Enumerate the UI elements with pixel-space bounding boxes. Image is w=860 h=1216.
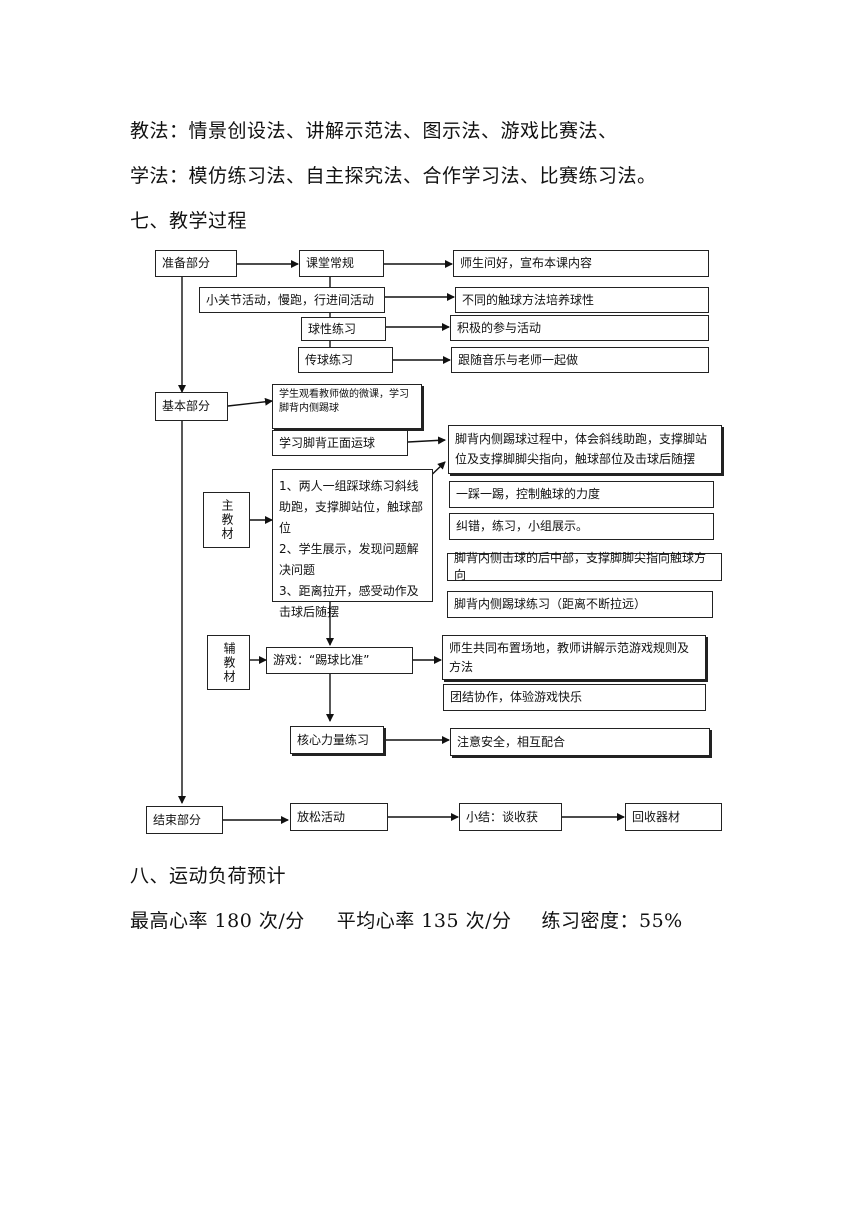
load-stats: 最高心率 180 次/分 平均心率 135 次/分 练习密度：55% [130, 906, 683, 933]
box-collect-equipment: 回收器材 [625, 803, 722, 831]
box-step-kick: 一踩一踢，控制触球的力度 [449, 481, 714, 508]
box-core-strength: 核心力量练习 [290, 726, 384, 754]
teaching-methods: 教法：情景创设法、讲解示范法、图示法、游戏比赛法、 [130, 120, 618, 142]
box-watch-video: 学生观看教师做的微课，学习脚背内侧踢球 [272, 384, 422, 429]
box-kick-process: 脚背内侧踢球过程中，体会斜线助跑，支撑脚站位及支撑脚脚尖指向，触球部位及击球后随… [448, 425, 722, 474]
box-instep-dribble: 学习脚背正面运球 [272, 430, 408, 456]
avg-heart-rate: 平均心率 135 次/分 [336, 910, 512, 932]
box-summary: 小结：谈收获 [459, 803, 562, 831]
section-teaching-process: 七、教学过程 [130, 210, 248, 232]
box-kick-practice: 脚背内侧踢球练习（距离不断拉远） [447, 591, 713, 618]
practice-step-1: 1、两人一组踩球练习斜线助跑，支撑脚站位，触球部位 [279, 479, 424, 535]
box-main-material: 主教材 [203, 492, 250, 548]
box-warmup: 小关节活动，慢跑，行进间活动 [199, 287, 385, 313]
box-class-routine: 课堂常规 [299, 250, 384, 277]
section-exercise-load: 八、运动负荷预计 [130, 865, 287, 887]
practice-step-2: 2、学生展示，发现问题解决问题 [279, 542, 419, 577]
box-basic-section: 基本部分 [155, 392, 228, 421]
box-teamwork: 团结协作，体验游戏快乐 [443, 684, 706, 711]
box-main-practice: 1、两人一组踩球练习斜线助跑，支撑脚站位，触球部位 2、学生展示，发现问题解决问… [272, 469, 433, 619]
box-strike-position: 脚背内侧击球的后中部，支撑脚脚尖指向触球方向 [447, 551, 722, 582]
box-ball-sense-methods: 不同的触球方法培养球性 [455, 287, 709, 313]
practice-density: 练习密度：55% [541, 910, 683, 932]
box-relax: 放松活动 [290, 803, 388, 831]
box-greeting: 师生问好，宣布本课内容 [453, 250, 709, 277]
box-prep-section: 准备部分 [155, 250, 237, 277]
box-active-participation: 积极的参与活动 [450, 315, 709, 341]
box-correction: 纠错，练习，小组展示。 [449, 513, 714, 540]
box-ball-sense: 球性练习 [301, 317, 386, 341]
practice-step-3: 3、距离拉开，感受动作及击球后随摆 [279, 584, 419, 619]
box-game: 游戏：“踢球比准” [266, 647, 413, 674]
box-passing: 传球练习 [298, 347, 393, 373]
max-heart-rate: 最高心率 180 次/分 [130, 910, 305, 932]
learning-methods: 学法：模仿练习法、自主探究法、合作学习法、比赛练习法。 [130, 165, 657, 187]
box-game-setup: 师生共同布置场地，教师讲解示范游戏规则及方法 [442, 635, 706, 680]
box-end-section: 结束部分 [146, 806, 223, 834]
box-safety: 注意安全，相互配合 [450, 728, 710, 756]
box-follow-music: 跟随音乐与老师一起做 [451, 347, 709, 373]
box-aux-material: 辅教材 [207, 635, 250, 690]
